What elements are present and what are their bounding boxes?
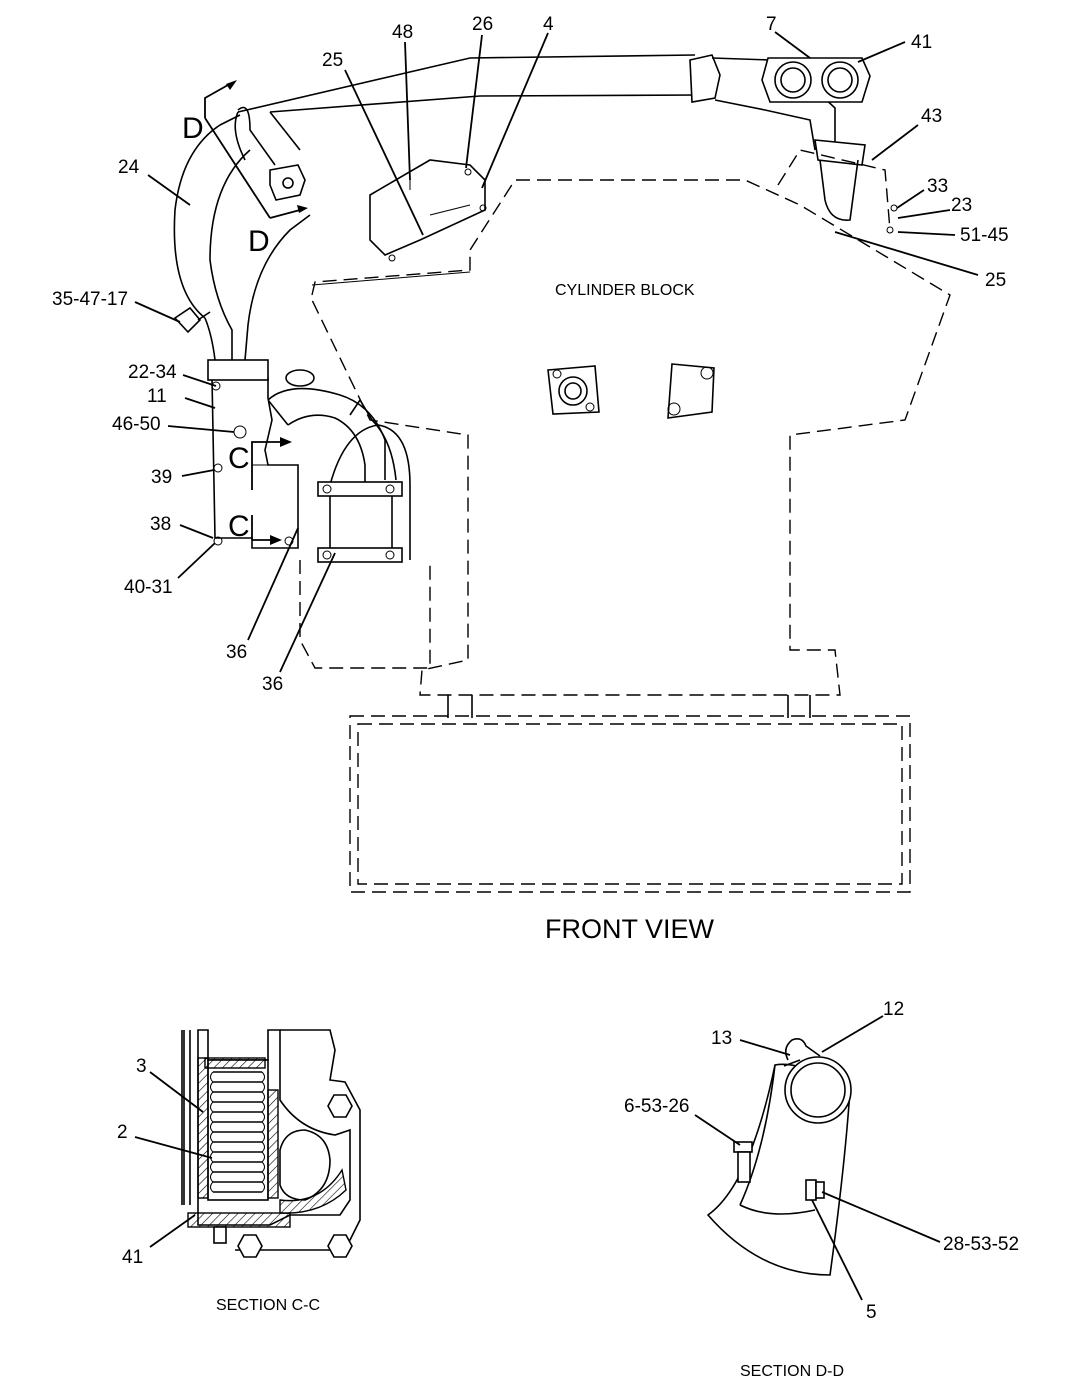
section-cc-leaders [134,1071,213,1248]
lower-housing [349,695,911,893]
callout-36-b: 36 [262,674,283,695]
spring [210,1071,265,1193]
callout-25-right: 25 [985,270,1006,291]
upper-crossover-pipe [234,54,701,166]
turbo-housing [299,398,431,669]
fitting-35-47-17 [173,306,211,334]
section-marker-d-bottom: D [248,225,270,258]
callout-41-top: 41 [911,32,932,53]
callout-4: 4 [543,14,554,35]
block-cover-left [547,365,600,415]
callout-23: 23 [951,195,972,216]
callout-24: 24 [118,157,140,178]
block-cover-right [667,363,715,419]
section-dd-callout-6-53-26: 6-53-26 [624,1096,690,1117]
pipe-bracket [269,164,306,201]
callout-22-34: 22-34 [128,362,177,383]
callout-39: 39 [151,467,172,488]
callout-48: 48 [392,22,413,43]
callout-7: 7 [766,14,777,35]
manifold-block [369,159,487,262]
callout-40-31: 40-31 [124,577,173,598]
section-dd-view [706,1038,852,1276]
section-cc-callout-3: 3 [136,1056,147,1077]
cylinder-block-outline [311,179,951,696]
section-d-cutting-plane [204,80,308,219]
section-dd-callout-28-53-52: 28-53-52 [943,1234,1019,1255]
section-dd-callout-13: 13 [711,1028,732,1049]
callout-43: 43 [921,106,942,127]
front-view [173,54,951,893]
callout-11: 11 [147,386,167,407]
callout-25-top: 25 [322,50,343,71]
callout-46-50: 46-50 [112,414,161,435]
front-view-leaders [134,31,979,673]
front-view-callouts: 48 26 4 25 7 41 43 33 23 51-45 25 24 35-… [52,14,1009,695]
callout-33: 33 [927,176,948,197]
section-marker-c-bottom: C [228,510,250,543]
section-dd-callout-12: 12 [883,999,904,1020]
section-c-cutting-plane [251,437,292,545]
cylinder-block-label: CYLINDER BLOCK [555,282,695,299]
front-view-title: FRONT VIEW [545,914,715,944]
section-dd-leaders [694,1015,941,1301]
callout-51-45: 51-45 [960,225,1009,246]
section-marker-c-top: C [228,442,250,475]
right-elbow-assembly [689,54,898,234]
callout-36-a: 36 [226,642,247,663]
callout-26: 26 [472,14,493,35]
section-cc-title: SECTION C-C [216,1297,320,1314]
callout-38: 38 [150,514,171,535]
section-dd-callout-5: 5 [866,1302,877,1323]
section-cc-callout-41: 41 [122,1247,143,1268]
section-cc-view [181,1029,361,1258]
section-dd-title: SECTION D-D [740,1363,844,1380]
valve-body [207,359,299,549]
pipe-24 [173,114,311,361]
elbow-pipe [267,369,386,482]
section-cc-callout-2: 2 [117,1122,128,1143]
section-letters: D D C C [182,112,270,543]
section-marker-d-top: D [182,112,204,145]
callout-35-47-17: 35-47-17 [52,289,128,310]
